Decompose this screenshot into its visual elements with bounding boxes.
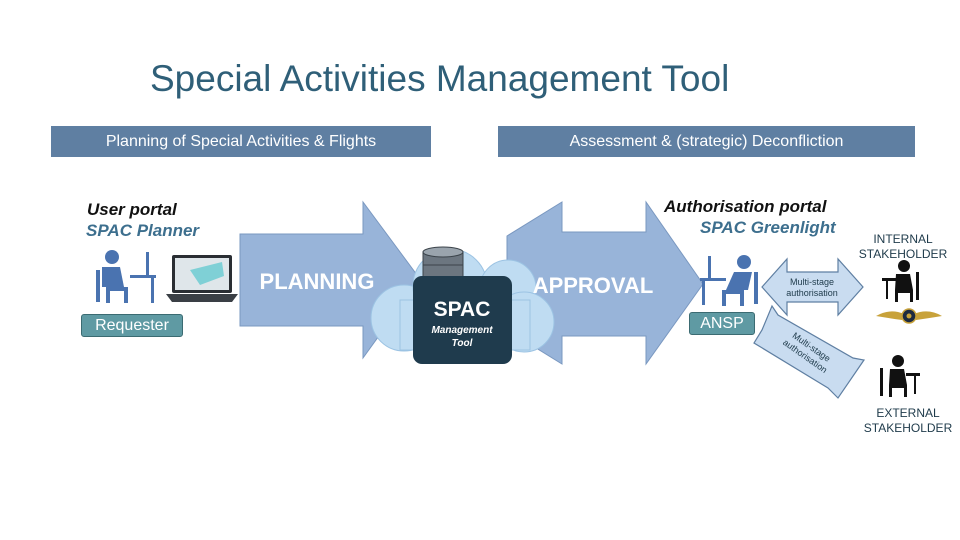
spac-core-box <box>413 276 512 364</box>
military-wings-icon <box>876 308 942 324</box>
multistage-upper-line2: authorisation <box>786 288 838 298</box>
spac-core-subtitle-2: Tool <box>452 338 473 349</box>
planning-banner: Planning of Special Activities & Flights <box>51 126 431 157</box>
approval-label: APPROVAL <box>533 273 654 298</box>
planning-label: PLANNING <box>260 269 375 294</box>
ansp-tag: ANSP <box>689 312 755 335</box>
spac-core-name: SPAC <box>434 298 491 321</box>
spac-planner-label: SPAC Planner <box>86 221 200 240</box>
internal-stakeholder-label: INTERNAL STAKEHOLDER <box>858 232 948 262</box>
approval-arrow <box>506 200 704 366</box>
internal-stakeholder-line1: INTERNAL <box>873 232 933 246</box>
user-portal-heading: User portal <box>87 200 177 219</box>
laptop-icon <box>166 255 238 302</box>
internal-stakeholder-person-icon <box>882 260 919 302</box>
external-stakeholder-line2: STAKEHOLDER <box>863 421 953 435</box>
spac-core-subtitle-1: Management <box>431 325 493 336</box>
external-stakeholder-line1: EXTERNAL <box>876 406 940 420</box>
assessment-banner: Assessment & (strategic) Deconfliction <box>498 126 915 157</box>
external-stakeholder-label: EXTERNAL STAKEHOLDER <box>858 406 958 436</box>
page-title: Special Activities Management Tool <box>150 58 730 99</box>
authorisation-portal-heading: Authorisation portal <box>664 197 827 216</box>
multistage-arrow-internal <box>761 257 864 317</box>
multistage-arrow-external <box>753 304 866 399</box>
ansp-person-icon <box>700 255 758 306</box>
internal-stakeholder-line2: STAKEHOLDER <box>858 247 948 261</box>
requester-person-icon <box>96 250 156 303</box>
external-stakeholder-person-icon <box>880 355 920 397</box>
requester-tag: Requester <box>81 314 183 337</box>
multistage-upper-line1: Multi-stage <box>790 277 834 287</box>
spac-greenlight-label: SPAC Greenlight <box>700 218 836 237</box>
